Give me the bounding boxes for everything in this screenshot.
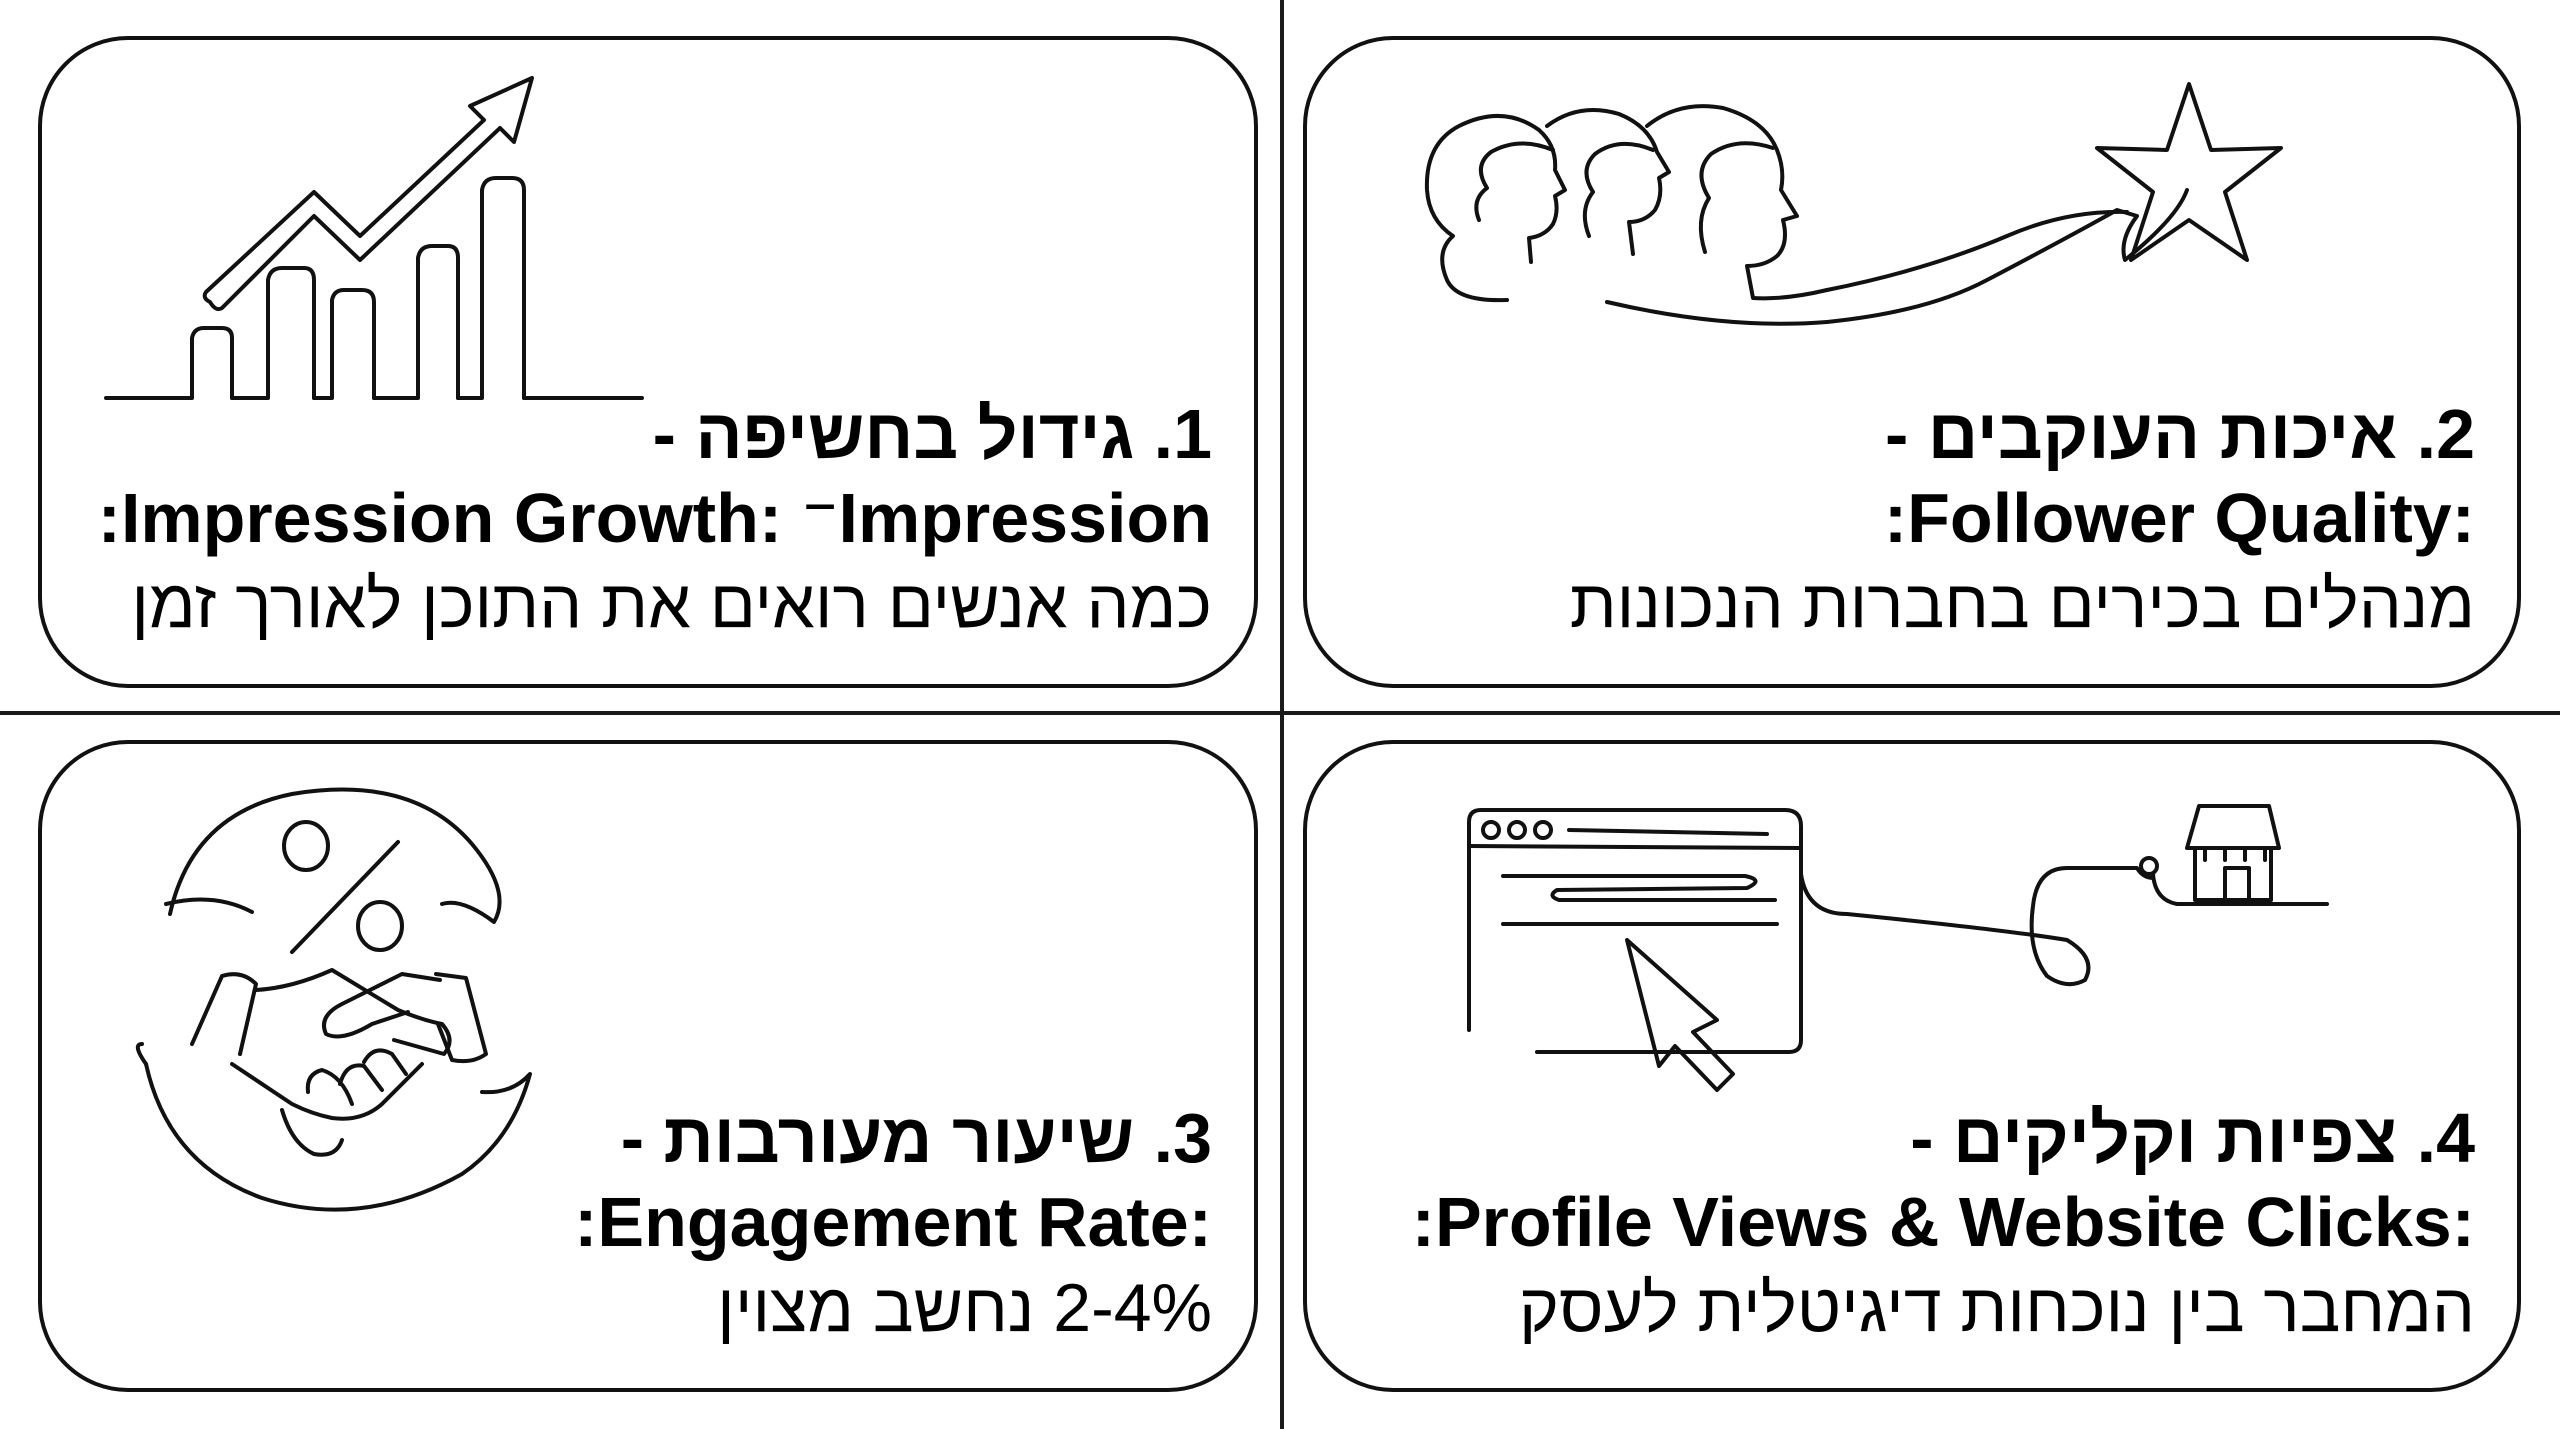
handshake-percent-icon [135, 787, 532, 1212]
card-follower-quality: 2. איכות העוקבים - :Follower Quality: מנ… [1303, 36, 2521, 688]
card-title: 2. איכות העוקבים - [1884, 395, 2475, 473]
card-engagement-rate: 3. שיעור מעורבות - :Engagement Rate: 2-4… [38, 740, 1258, 1392]
card-text: 4. צפיות וקליקים - :Profile Views & Webs… [1412, 1096, 2475, 1352]
card-subtitle: :Profile Views & Website Clicks: [1411, 1183, 2475, 1261]
card-description: המחבר בין נוכחות דיגיטלית לעסק [1518, 1270, 2475, 1346]
people-star-icon [1424, 82, 2283, 326]
card-title: 1. גידול בחשיפה - [652, 395, 1212, 473]
card-text: 1. גידול בחשיפה - :Impression Growth: ⁻I… [98, 392, 1212, 648]
card-title: 3. שיעור מעורבות - [620, 1099, 1212, 1177]
card-description: כמה אנשים רואים את התוכן לאורך זמן [131, 566, 1212, 642]
card-profile-views: 4. צפיות וקליקים - :Profile Views & Webs… [1303, 740, 2521, 1392]
card-text: 2. איכות העוקבים - :Follower Quality: מנ… [1570, 392, 2475, 648]
card-text: 3. שיעור מעורבות - :Engagement Rate: 2-4… [574, 1096, 1212, 1352]
card-title: 4. צפיות וקליקים - [1910, 1099, 2475, 1177]
card-subtitle: :Impression Growth: ⁻Impression [97, 479, 1212, 557]
card-description: מנהלים בכירים בחברות הנכונות [1569, 566, 2475, 642]
card-subtitle: :Follower Quality: [1883, 479, 2475, 557]
growth-bar-chart-icon [104, 76, 644, 400]
horizontal-divider [0, 711, 2560, 715]
browser-cursor-store-icon [1467, 804, 2329, 1092]
card-impression-growth: 1. גידול בחשיפה - :Impression Growth: ⁻I… [38, 36, 1258, 688]
card-subtitle: :Engagement Rate: [574, 1183, 1212, 1261]
card-description: 2-4% נחשב מצוין [717, 1270, 1212, 1346]
